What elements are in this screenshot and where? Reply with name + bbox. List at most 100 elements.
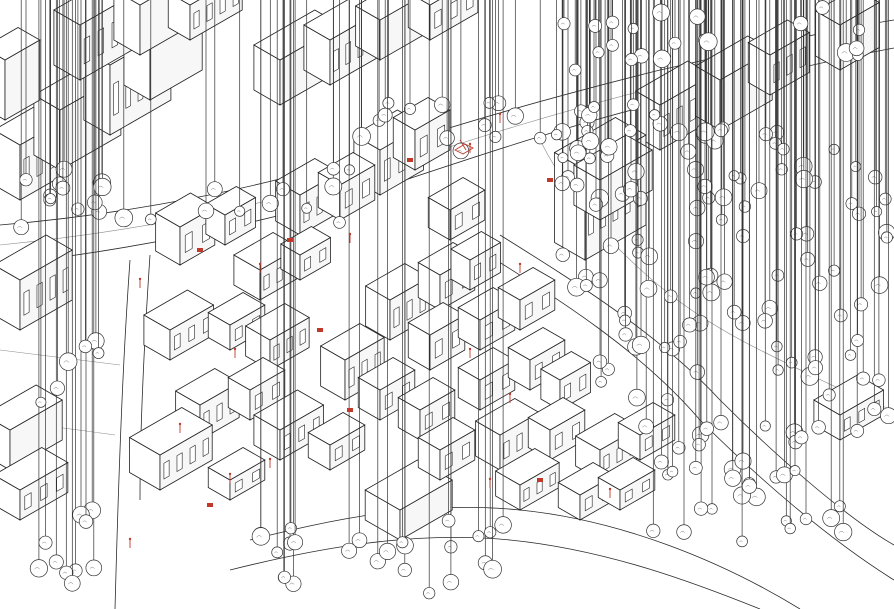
tree-icon: [822, 0, 836, 402]
figure-icon: [547, 178, 553, 182]
tree-icon: [736, 0, 748, 548]
tree-icon: [750, 0, 768, 200]
tree-icon: [602, 0, 620, 254]
house: [457, 347, 516, 411]
tree-icon: [808, 0, 823, 376]
tree-icon: [261, 0, 279, 212]
figure-icon: [347, 408, 353, 412]
tree-icon: [833, 0, 846, 513]
tree-icon: [789, 0, 801, 477]
tree-icon: [278, 0, 291, 584]
accent-details: [128, 112, 612, 548]
figure-icon: [317, 328, 323, 332]
tree-icon: [569, 0, 587, 162]
tree-icon: [734, 0, 752, 470]
house: [128, 407, 214, 491]
tree-icon: [772, 0, 784, 376]
tree-icon: [867, 0, 882, 417]
tree-icon: [595, 0, 607, 388]
background-building: [167, 0, 243, 41]
tree-icon: [78, 0, 94, 529]
tree-icon: [404, 0, 416, 115]
tree-icon: [689, 0, 706, 25]
tree-icon: [301, 0, 313, 214]
tree-icon: [811, 0, 826, 435]
tree-icon: [726, 0, 742, 320]
tree-icon: [534, 0, 547, 145]
tree-icon: [341, 0, 358, 559]
tree-icon: [29, 0, 48, 578]
tree-icon: [145, 0, 157, 226]
tree-icon: [652, 0, 672, 68]
tree-icon: [741, 0, 757, 494]
house: [143, 289, 215, 361]
figure-icon: [488, 477, 492, 488]
figure-icon: [407, 158, 413, 162]
tree-icon: [627, 0, 639, 35]
background-buildings: [0, 0, 885, 541]
tree-icon: [646, 0, 661, 538]
tree-icon: [880, 0, 894, 425]
figure-icon: [207, 503, 213, 507]
tree-icon: [206, 0, 223, 198]
tree-icon: [326, 0, 341, 176]
tree-icon: [623, 0, 637, 138]
tree-icon: [483, 0, 502, 579]
tree-icon: [484, 0, 497, 539]
tree-icon: [434, 0, 451, 113]
tree-icon: [676, 0, 692, 540]
tree-icon: [850, 0, 865, 438]
house: [227, 357, 286, 421]
tree-icon: [592, 0, 608, 369]
tree-icon: [724, 0, 742, 487]
tree-icon: [557, 0, 571, 31]
tree-icon: [13, 0, 30, 236]
tree-icon: [287, 0, 304, 551]
house: [450, 231, 502, 291]
figure-icon: [518, 262, 522, 273]
tree-icon: [682, 0, 698, 333]
tree-icon: [276, 0, 290, 197]
tree-icon: [624, 0, 638, 67]
house: [494, 448, 560, 511]
tree-icon: [351, 0, 368, 548]
tree-icon: [794, 0, 809, 445]
tree-icon: [870, 0, 889, 294]
tree-icon: [848, 0, 865, 57]
tree-icon: [663, 0, 678, 304]
trees-layer: [13, 0, 894, 600]
tree-icon: [673, 0, 687, 349]
tree-icon: [59, 0, 78, 371]
house: [319, 323, 385, 401]
figure-icon: [537, 478, 543, 482]
railing-detail: [454, 139, 474, 155]
tree-icon: [85, 0, 103, 577]
tree-icon: [344, 0, 355, 176]
house: [207, 447, 266, 501]
tree-icon: [251, 0, 271, 546]
background-building: [0, 27, 41, 121]
figure-icon: [197, 248, 203, 252]
tree-icon: [638, 0, 655, 435]
tree-icon: [834, 0, 853, 542]
tree-icon: [800, 0, 816, 267]
tree-icon: [793, 0, 809, 32]
figure-icon: [268, 457, 272, 468]
figure-icon: [498, 112, 502, 123]
house: [280, 226, 332, 281]
tree-icon: [452, 0, 470, 160]
tree-icon: [776, 0, 793, 484]
tree-icon: [872, 0, 886, 387]
background-building: [0, 447, 69, 521]
figure-icon: [287, 238, 293, 242]
tree-icon: [856, 0, 871, 386]
tree-icon: [790, 0, 804, 241]
tree-icon: [699, 0, 718, 51]
house: [540, 351, 592, 411]
tree-icon: [377, 0, 393, 123]
tree-icon: [38, 0, 53, 550]
tree-icon: [382, 0, 395, 110]
tree-icon: [396, 0, 409, 549]
tree-icon: [489, 0, 502, 143]
tree-icon: [880, 0, 893, 244]
